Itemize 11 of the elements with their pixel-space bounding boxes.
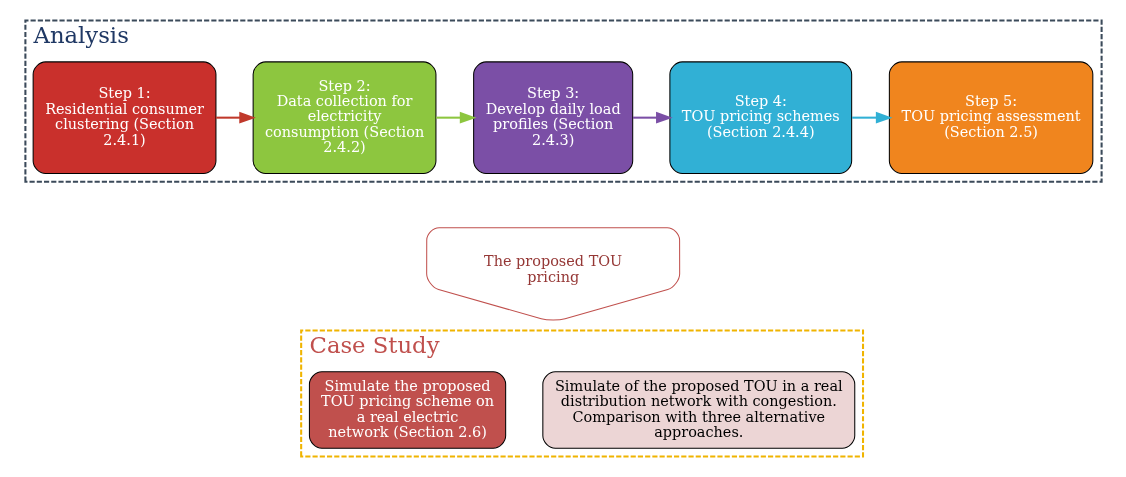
arrow <box>851 111 892 124</box>
node-box: Step 2: Data collection for electricity consumption (Section 2.4.2) <box>252 61 436 174</box>
node-box: Step 5: TOU pricing assessment (Section 2.5) <box>888 61 1093 174</box>
node-box: Simulate of the proposed TOU in a real distribution network with congestion. Comparison with three alternative approaches. <box>541 371 855 449</box>
node-box: Step 3: Develop daily load profiles (Section 2.4.3) <box>472 61 633 174</box>
node-box: Step 4: TOU pricing schemes (Section 2.4.4) <box>668 61 852 174</box>
arrow <box>215 111 256 124</box>
arrow <box>632 111 673 124</box>
node-box: Step 1: Residential consumer clustering (Section 2.4.1) <box>32 61 216 174</box>
node-box: Simulate the proposed TOU pricing scheme on a real electric network (Section 2.6) <box>308 371 506 449</box>
arrow <box>435 111 476 124</box>
